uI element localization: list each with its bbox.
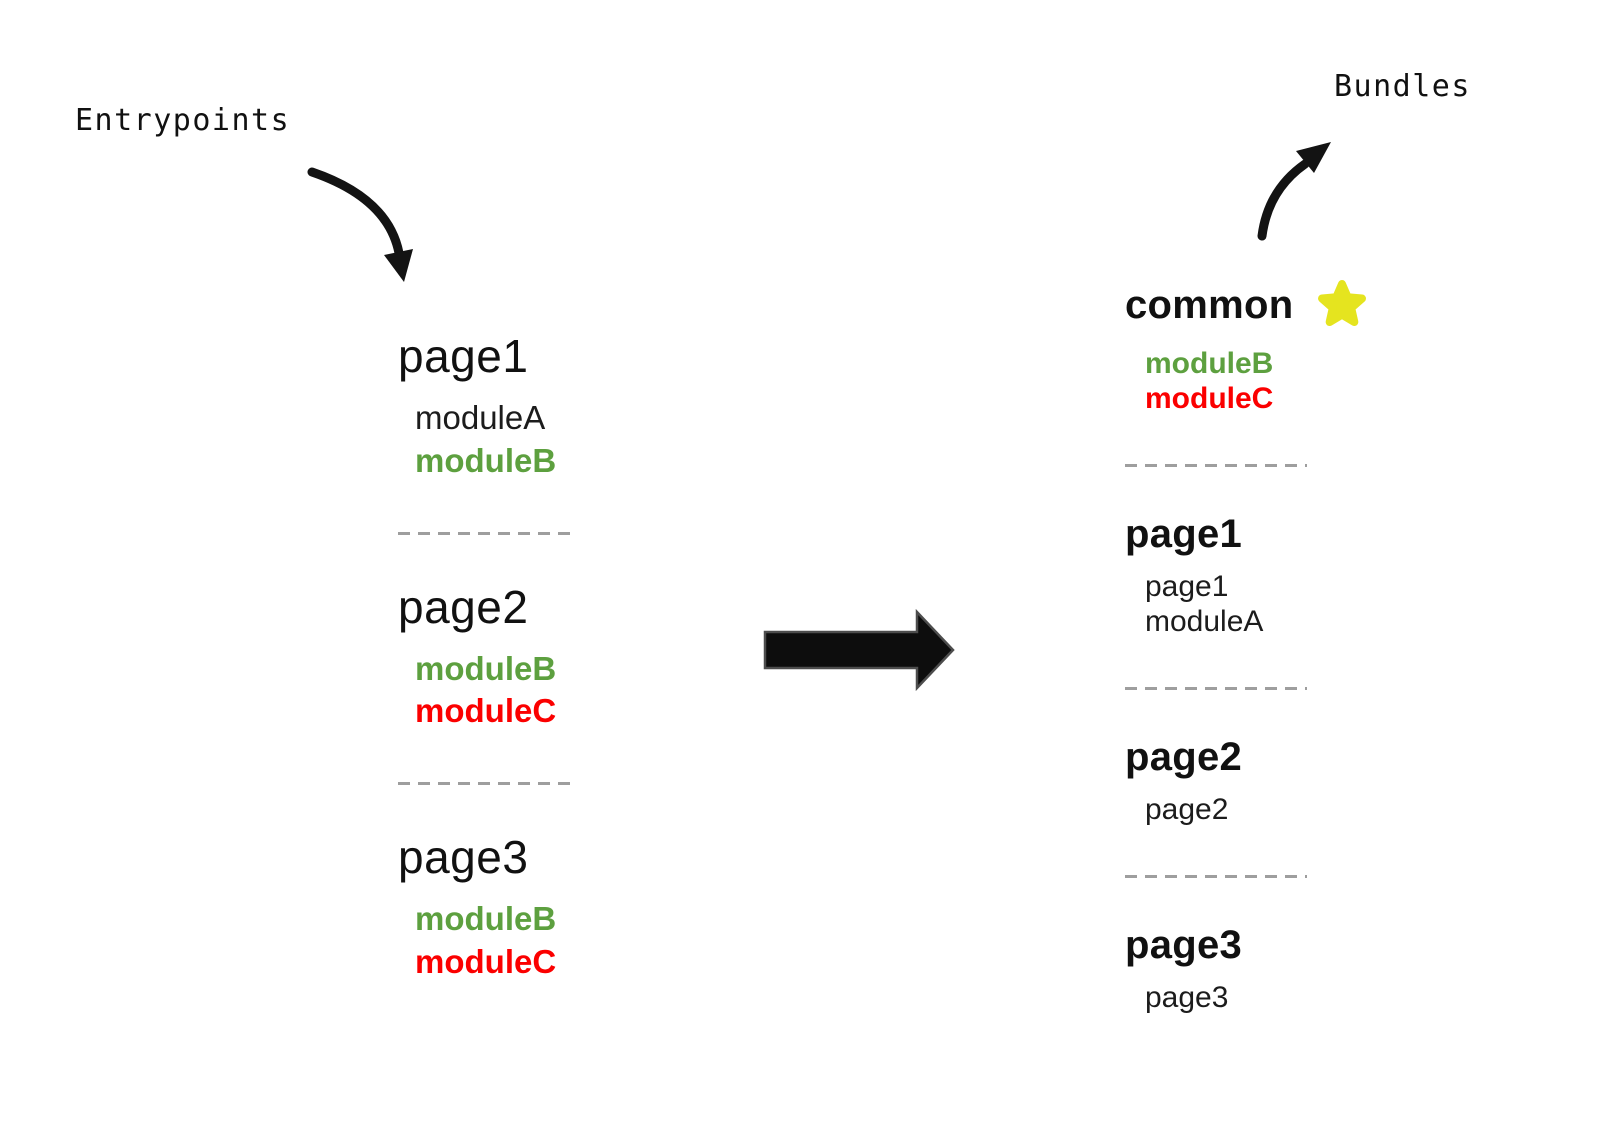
curved-arrow-up-icon bbox=[1257, 142, 1331, 241]
entrypoints-label: Entrypoints bbox=[75, 103, 291, 138]
bundles-label: Bundles bbox=[1334, 69, 1471, 104]
dashed-separator bbox=[1125, 687, 1307, 691]
curved-arrow-down-icon bbox=[307, 167, 413, 282]
module-name: moduleA bbox=[1145, 605, 1264, 639]
entrypoint-title-text: page1 bbox=[398, 330, 529, 382]
bundle-title-text: page2 bbox=[1125, 735, 1243, 780]
bundle-title: page3 bbox=[1125, 922, 1445, 968]
entrypoint-title: page2 bbox=[398, 581, 698, 634]
bundle-block-page2: page2 page2 bbox=[1125, 734, 1445, 879]
module-name: moduleA bbox=[415, 398, 546, 436]
module-name: moduleC bbox=[1145, 382, 1274, 416]
module-name: page3 bbox=[1145, 981, 1229, 1015]
entrypoint-title-text: page3 bbox=[398, 831, 529, 884]
entrypoint-block-page2: page2 moduleB moduleC bbox=[398, 581, 698, 786]
module-name: page2 bbox=[1145, 793, 1229, 827]
entrypoint-title: page1 bbox=[398, 330, 698, 383]
module-name: moduleB bbox=[415, 441, 557, 479]
dashed-separator bbox=[1125, 464, 1307, 468]
entrypoint-block-page1: page1 moduleA moduleB bbox=[398, 330, 698, 535]
right-block-arrow-icon bbox=[763, 608, 955, 692]
module-name: page1 bbox=[1145, 570, 1229, 604]
entrypoint-title-text: page2 bbox=[398, 580, 529, 633]
module-name: moduleB bbox=[415, 649, 557, 687]
bundle-title: common bbox=[1125, 276, 1445, 334]
star-icon bbox=[1318, 279, 1367, 327]
entrypoint-title: page3 bbox=[398, 831, 698, 884]
bundle-title: page1 bbox=[1125, 511, 1445, 557]
module-name: moduleC bbox=[415, 692, 557, 730]
bundle-title-text: common bbox=[1125, 283, 1294, 327]
module-name: moduleB bbox=[415, 900, 557, 938]
bundle-title: page2 bbox=[1125, 734, 1445, 780]
dashed-separator bbox=[1125, 875, 1307, 879]
bundle-title-text: page3 bbox=[1125, 923, 1243, 968]
entrypoint-block-page3: page3 moduleB moduleC bbox=[398, 831, 698, 984]
bundle-block-page3: page3 page3 bbox=[1125, 922, 1445, 1015]
dashed-separator bbox=[398, 531, 578, 535]
dashed-separator bbox=[398, 782, 578, 786]
module-name: moduleB bbox=[1145, 347, 1274, 380]
bundle-title-text: page1 bbox=[1125, 512, 1243, 557]
module-name: moduleC bbox=[415, 943, 557, 981]
